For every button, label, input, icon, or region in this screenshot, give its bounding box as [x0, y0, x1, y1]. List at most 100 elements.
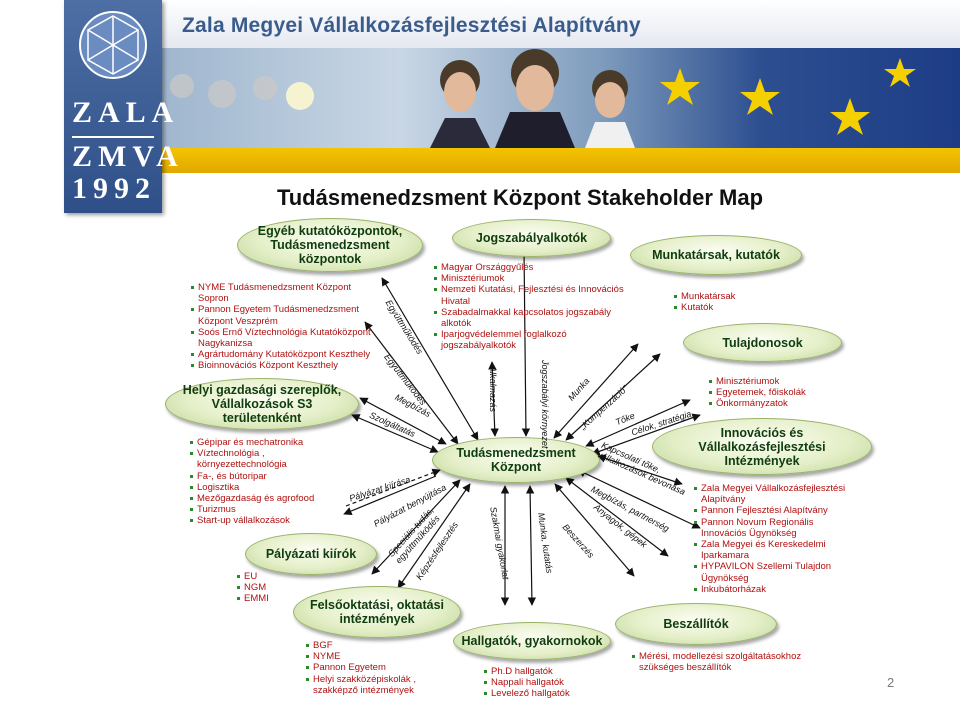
header-yellow-strip: [160, 148, 960, 173]
list-item: Nemzeti Kutatási, Fejlesztési és Innovác…: [434, 284, 624, 295]
list-item: Fa-, és bútoripar: [190, 471, 314, 482]
node-center: Tudásmenedzsment Központ: [432, 437, 600, 483]
list-item: Önkormányzatok: [709, 398, 806, 409]
node-innovation-label: Innovációs és Vállalkozásfejlesztési Int…: [698, 425, 826, 468]
node-legislators-label: Jogszabályalkotók: [475, 231, 588, 245]
list-item: Minisztériumok: [709, 376, 806, 387]
header-title-bar: [160, 0, 960, 48]
list-item: Iparkamara: [701, 550, 750, 562]
arrow-owners-2: [591, 413, 701, 456]
list-item: Mezőgazdaság és agrofood: [190, 493, 314, 504]
header-photo-art: [170, 49, 916, 148]
node-research-label: Egyéb kutatóközpontok, Tudásmenedzsment …: [257, 224, 403, 266]
header-photo: [160, 48, 960, 148]
logo-text-year: 1992: [72, 172, 156, 205]
list-innovation: Zala Megyei Vállalkozásfejlesztési Alapí…: [694, 483, 845, 595]
node-students: Hallgatók, gyakornokok: [453, 622, 611, 660]
list-item: NYME: [306, 651, 416, 662]
diagram-title: Tudásmenedzsment Központ Stakeholder Map: [276, 185, 764, 210]
list-item: Ph.D hallgatók: [484, 666, 570, 677]
node-higher-ed-label: Felsőoktatási, oktatási intézmények: [309, 598, 445, 626]
arrow-legislators-1: [488, 361, 499, 437]
list-item: Soós Ernő Víztechnológia Kutatóközpont: [191, 327, 371, 338]
list-item: Egyetemek, főiskolák: [709, 387, 806, 398]
arrow-legislators-2: [521, 249, 531, 437]
node-tender-issuers: Pályázati kiírók: [245, 533, 377, 575]
list-item: jogszabályalkotók: [441, 340, 516, 352]
list-item: Pannon Fejlesztési Alapítvány: [694, 505, 845, 516]
node-students-label: Hallgatók, gyakornokok: [461, 634, 603, 648]
list-item: Kutatók: [674, 302, 735, 313]
list-item: Start-up vállalkozások: [190, 515, 314, 526]
list-item: Helyi szakközépiskolák ,: [306, 674, 416, 685]
list-item: Sopron: [198, 293, 229, 305]
list-item: Turizmus: [190, 504, 314, 515]
list-item: Minisztériumok: [434, 273, 624, 284]
node-local-label: Helyi gazdasági szereplők, Vállalkozások…: [182, 383, 342, 425]
header-banner: Zala Megyei Vállalkozásfejlesztési Alapí…: [0, 0, 960, 175]
list-item: Magyar Országgyűlés: [434, 262, 624, 273]
node-local-economy: Helyi gazdasági szereplők, Vállalkozások…: [165, 378, 359, 430]
arrow-local-2: [351, 414, 439, 453]
list-item: Gépipar és mechatronika: [190, 437, 314, 448]
logo-emblem-icon: [79, 11, 147, 79]
list-item: Hivatal: [441, 295, 471, 307]
list-tender: EU NGM EMMI: [237, 571, 269, 605]
list-item: alkotók: [441, 318, 472, 330]
list-item: Innovációs Ügynökség: [701, 527, 797, 539]
node-center-label: Tudásmenedzsment Központ: [456, 446, 576, 474]
list-item: EMMI: [237, 593, 269, 604]
list-staff: Munkatársak Kutatók: [674, 291, 735, 313]
list-item: NYME Tudásmenedzsment Központ: [191, 282, 371, 293]
label-alkalmazas: Alkalmazás: [488, 366, 498, 413]
list-item: szakképző intézmények: [313, 684, 414, 696]
logo-divider: [72, 136, 154, 138]
node-legislators: Jogszabályalkotók: [452, 219, 611, 257]
list-item: Inkubátorházak: [694, 584, 845, 595]
node-staff: Munkatársak, kutatók: [630, 235, 802, 275]
node-innovation-institutions: Innovációs és Vállalkozásfejlesztési Int…: [652, 418, 872, 475]
list-item: Munkatársak: [674, 291, 735, 302]
list-students: Ph.D hallgatók Nappali hallgatók Levelez…: [484, 666, 570, 700]
list-item: Szabadalmakkal kapcsolatos jogszabály: [434, 307, 624, 318]
list-item: NGM: [237, 582, 269, 593]
arrow-staff-2: [565, 353, 661, 441]
node-suppliers: Beszállítók: [615, 603, 777, 645]
list-research: NYME Tudásmenedzsment Központ Sopron Pan…: [191, 282, 371, 372]
list-item: Ügynökség: [701, 572, 749, 584]
list-item: Mérési, modellezési szolgáltatásokhoz: [632, 651, 801, 662]
arrow-students-2: [525, 485, 537, 606]
list-item: Pannon Egyetem: [306, 662, 416, 673]
node-tender-label: Pályázati kiírók: [265, 547, 357, 561]
zmva-logo: ZALA ZMVA 1992: [64, 0, 178, 213]
label-jogszabalyi: Jogszabályi környezet: [540, 360, 550, 449]
list-item: Zala Megyei és Kereskedelmi: [694, 539, 845, 550]
arrow-innovation-2: [577, 469, 701, 529]
node-higher-education: Felsőoktatási, oktatási intézmények: [293, 586, 461, 638]
list-item: Alapítvány: [701, 494, 746, 506]
list-item: Pannon Novum Regionális: [694, 517, 845, 528]
list-higher-ed: BGF NYME Pannon Egyetem Helyi szakközépi…: [306, 640, 416, 696]
list-item: EU: [237, 571, 269, 582]
list-item: Logisztika: [190, 482, 314, 493]
list-item: környezettechnológia: [197, 459, 287, 471]
page-number: 2: [887, 675, 895, 690]
list-item: Víztechnológia ,: [190, 448, 314, 459]
list-item: Iparjogvédelemmel foglalkozó: [434, 329, 624, 340]
list-item: Levelező hallgatók: [484, 688, 570, 699]
list-item: Agrártudomány Kutatóközpont Keszthely: [191, 349, 371, 360]
list-item: Központ Veszprém: [198, 315, 278, 327]
list-suppliers: Mérési, modellezési szolgáltatásokhoz sz…: [632, 651, 801, 673]
node-owners-label: Tulajdonosok: [722, 335, 803, 350]
list-item: Bioinnovációs Központ Keszthely: [191, 360, 371, 371]
list-item: Nappali hallgatók: [484, 677, 570, 688]
list-owners: Minisztériumok Egyetemek, főiskolák Önko…: [709, 376, 806, 410]
header-title: Zala Megyei Vállalkozásfejlesztési Alapí…: [182, 14, 641, 37]
list-item: Zala Megyei Vállalkozásfejlesztési: [694, 483, 845, 494]
list-item: HYPAVILON Szellemi Tulajdon: [694, 561, 845, 572]
node-research-centers: Egyéb kutatóközpontok, Tudásmenedzsment …: [237, 218, 423, 272]
list-legislators: Magyar Országgyűlés Minisztériumok Nemze…: [434, 262, 624, 352]
list-local: Gépipar és mechatronika Víztechnológia ,…: [190, 437, 314, 527]
list-item: BGF: [306, 640, 416, 651]
